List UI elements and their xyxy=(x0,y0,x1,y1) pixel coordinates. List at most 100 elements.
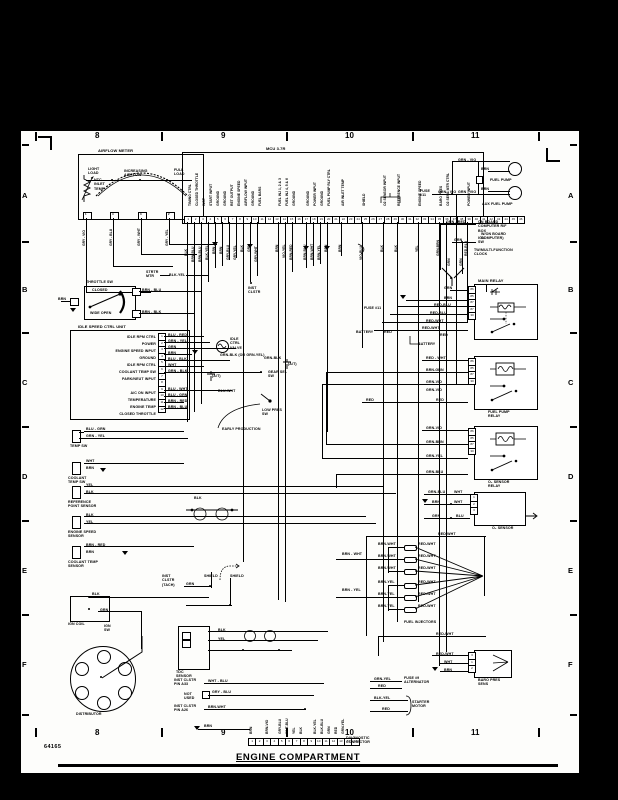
fuel-pump-label: FUEL PUMP xyxy=(490,178,512,182)
isc-wire-label: BLU - RED xyxy=(168,333,188,337)
fuel-injector-3 xyxy=(404,569,417,576)
diag-wire-label: BRN-VIO xyxy=(265,719,269,734)
fuse-11-inline: FUSE #11 xyxy=(364,306,382,310)
o2s-wire-grn: GRN xyxy=(432,514,441,518)
main-relay-schematic-icon xyxy=(490,287,526,334)
isc-pin-label: PARK/NEUT INPUT xyxy=(122,377,156,381)
ecu-pin-label: ENGINE SPEED xyxy=(237,180,241,206)
afm-pin-label: 3 xyxy=(140,212,142,216)
inj-wire-l4: BRN-YEL xyxy=(378,580,395,584)
diag-wire-label: BLK-BLU xyxy=(320,718,324,734)
corner-bracket-tl2 xyxy=(50,136,52,150)
ecu-pin-label: GROUND xyxy=(216,190,220,206)
row-letter-B: B xyxy=(22,285,28,294)
baro-feed-wire: RED-WHT xyxy=(436,632,454,636)
col-tick xyxy=(412,728,414,737)
afm-wire-4: GRY - BLU xyxy=(109,228,113,246)
ecu-pin-label: GROUND xyxy=(306,190,310,206)
throttle-pin-1 xyxy=(132,288,141,296)
row-tick xyxy=(22,332,29,335)
tach-wire: GRN xyxy=(186,582,195,586)
row-tick xyxy=(570,426,577,429)
o2s-wire-grnblu: GRN-BLU xyxy=(428,490,446,494)
col-number-10-bottom: 10 xyxy=(345,728,354,737)
ecu-pin-label: AIR INLET TEMP xyxy=(341,179,345,206)
ecu-pin-label: TIMING CTRL xyxy=(188,184,192,206)
isc-wire-label: GRN - BLK xyxy=(168,369,188,373)
row-letter-E-right: E xyxy=(568,566,574,575)
idle-speed-ctrl-title: IDLE SPEED CTRL UNIT xyxy=(78,324,126,329)
row-letter-F-right: F xyxy=(568,660,573,669)
drawing-number: 64165 xyxy=(44,744,62,750)
obc-splice-icon xyxy=(441,267,465,286)
airflow-meter-title: AIRFLOW METER xyxy=(98,148,134,153)
diag-wire-label: BRN xyxy=(249,726,253,734)
col-tick xyxy=(286,728,288,737)
alt-wire-grnyel: GRN-YEL xyxy=(374,677,391,681)
o2-sensor-body xyxy=(474,492,526,526)
ecu-wire-label: BRN xyxy=(212,246,216,254)
col-tick xyxy=(412,132,414,141)
fuel-pump-relay-schematic-icon xyxy=(490,362,526,402)
col-number-8: 8 xyxy=(95,131,100,140)
ecu-wire-label: BRN xyxy=(275,244,279,252)
starter-motor-label: STARTER MOTOR xyxy=(412,700,430,709)
early-production-leader xyxy=(217,403,261,429)
ecu-wire-label: BLK xyxy=(380,245,384,252)
throttle-wire-brn: BRN xyxy=(58,297,67,301)
main-relay-wire-redblu-2: RED-BLU xyxy=(430,311,447,315)
inst-clstr-label: INST CLSTR xyxy=(248,286,261,295)
isc-pin-label: IDLE RPM CTRL xyxy=(126,335,156,339)
diag-wire-label: GRY-BLU xyxy=(278,718,282,734)
tdc-sensor-body xyxy=(178,626,210,670)
alt-wire-red: RED xyxy=(378,684,386,688)
inj-wire-r3: RED-WHT xyxy=(418,566,436,570)
starter-wire-blkyel: BLK-YEL xyxy=(374,696,391,700)
col-number-8-bottom: 8 xyxy=(95,728,100,737)
afm-pin-label: 2 xyxy=(168,212,170,216)
col-number-10: 10 xyxy=(345,131,354,140)
aux-fuel-pump-label: AUX FUEL PUMP xyxy=(482,202,513,206)
main-relay-wire-brn: BRN xyxy=(444,296,453,300)
coolant-temp-sw-wire-2: BRN xyxy=(86,466,95,470)
distributor-terminal xyxy=(118,686,132,700)
baro-wire-wht: WHT xyxy=(444,660,453,664)
idle-valve-wire2: BLU-WHT xyxy=(218,389,236,393)
fuse-11-top-label: FUSE #11 xyxy=(420,189,430,198)
frame-top xyxy=(18,128,582,131)
row-tick xyxy=(570,520,577,523)
at-switch-icon xyxy=(207,371,215,381)
o2-sensor-label: O₂ SENSOR xyxy=(492,526,514,530)
row-letter-E: E xyxy=(22,566,28,575)
col-tick xyxy=(286,132,288,141)
fuse-11-wire: GRN - VIO xyxy=(438,190,457,194)
fuel-injector-2 xyxy=(404,557,417,564)
ecu-pin-label: GROUND xyxy=(320,190,324,206)
engine-speed-sensor-connector xyxy=(72,516,81,529)
scan-artifact xyxy=(160,788,460,791)
reference-point-sensor-label: REFERENCE POINT SENSOR xyxy=(68,500,97,509)
ecu-wire-label: GRY-BLU xyxy=(226,244,230,260)
afm-pin-1 xyxy=(83,212,92,220)
full-load-label: FULL LOAD xyxy=(174,168,185,177)
ground-symbol xyxy=(194,726,200,730)
fuel-pump-relay-label: FUEL PUMP RELAY xyxy=(488,410,510,419)
afm-pin-3 xyxy=(138,212,147,220)
isc-pin-label: IDLE RPM CTRL xyxy=(126,363,156,367)
throttle-wire-brnblu: BRN - BLU xyxy=(142,288,162,292)
battery-inline: BATTERY xyxy=(356,330,374,334)
title-rule xyxy=(58,764,558,767)
throttle-wire-brnblk: BRN - BLK xyxy=(142,310,162,314)
shield-symbol-icon xyxy=(219,563,240,581)
isc-wire-label: BLU - GRN xyxy=(168,393,188,397)
isc-wire-label: GRN xyxy=(168,345,177,349)
